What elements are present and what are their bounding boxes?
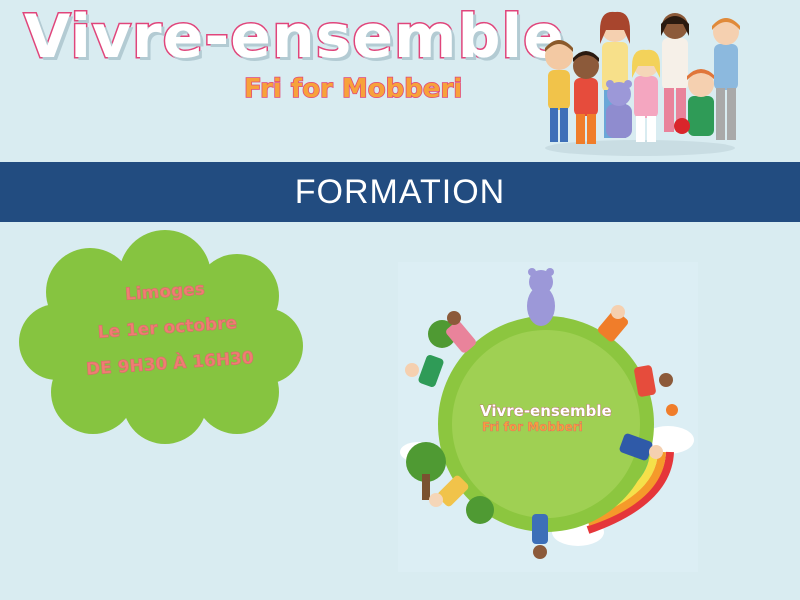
children-group-illustration <box>545 11 740 156</box>
page-subtitle: Fri for Mobberi <box>243 73 463 105</box>
child-figure <box>674 69 715 136</box>
child-figure <box>632 49 660 142</box>
event-details: Limoges Le 1er octobre DE 9H30 À 16H30 <box>45 274 292 398</box>
page-title: Vivre-ensemble <box>23 1 566 74</box>
formation-banner: FORMATION <box>0 162 800 222</box>
child-figure <box>661 13 689 132</box>
child-figure <box>573 51 599 144</box>
event-hours: DE 9H30 À 16H30 <box>85 348 255 380</box>
globe-children-illustration <box>398 262 698 572</box>
cloud-shape <box>19 230 303 444</box>
event-date: Le 1er octobre <box>97 313 238 343</box>
poster-subtitle: Fri for Mobberi <box>482 420 583 434</box>
poster-title: Vivre-ensemble <box>480 402 612 421</box>
banner-label: FORMATION <box>294 172 506 211</box>
child-figure <box>712 18 740 140</box>
child-figure <box>545 40 573 142</box>
child-figure <box>606 80 632 138</box>
